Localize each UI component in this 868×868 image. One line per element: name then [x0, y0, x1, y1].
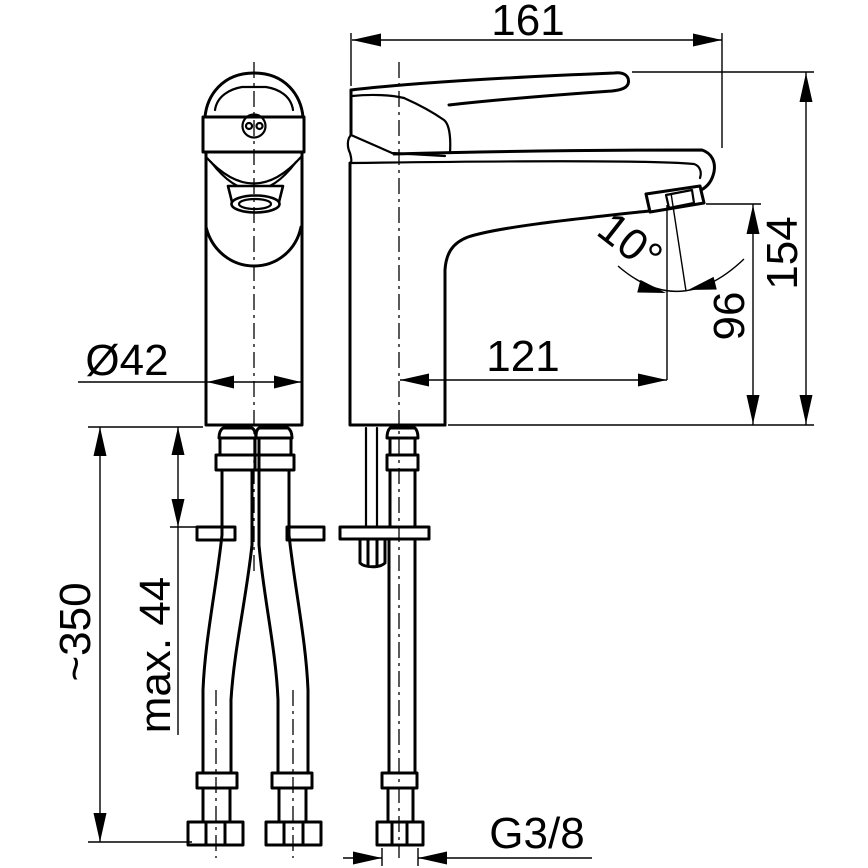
arrow-left-icon: [400, 373, 429, 387]
dimension-annotations: 161 154 96 121 10°: [51, 0, 814, 866]
dim-thread-label: G3/8: [489, 809, 584, 858]
side-aerator-inner: [664, 188, 696, 210]
side-view: [338, 62, 716, 858]
dim-spout-reach: 121: [400, 205, 668, 387]
side-spout-underside: [443, 209, 651, 427]
front-hose-ends: [186, 771, 323, 847]
side-lever-top: [349, 71, 630, 107]
front-hose-connections: [201, 426, 310, 775]
arrow-up-icon: [746, 205, 760, 234]
dim-deck-thickness-label: max. 44: [131, 577, 180, 734]
side-escutcheon-notch: [346, 133, 353, 165]
arrow-left-icon: [207, 375, 234, 389]
arrow-up-icon: [93, 427, 107, 456]
side-spout-top: [392, 148, 716, 192]
dim-overall-height: 154: [448, 71, 814, 426]
side-escutcheon-chamfer: [349, 133, 447, 158]
arrow-left-icon: [352, 33, 381, 47]
dim-overall-width: 161: [350, 0, 723, 148]
front-mounting-washer: [195, 525, 326, 542]
side-body: [348, 161, 447, 427]
arrow-right-icon: [274, 375, 301, 389]
dim-hose-length-label: ~350: [51, 582, 100, 681]
dim-overall-width-label: 161: [491, 0, 564, 45]
arrow-arc-right-icon: [688, 276, 717, 290]
front-aerator-opening: [237, 197, 273, 211]
arrow-down-icon: [93, 813, 107, 842]
dim-deck-thickness: max. 44: [131, 427, 205, 735]
arrow-right-icon: [693, 33, 722, 47]
dim-outlet-height: 96: [705, 203, 761, 425]
dim-body-diameter-label: Ø42: [85, 336, 168, 385]
arrow-down-icon: [799, 395, 813, 424]
arrow-right-icon: [353, 851, 382, 865]
arrow-up-icon: [171, 427, 185, 455]
arrow-up-icon: [799, 73, 813, 102]
side-lever-neck: [402, 96, 452, 155]
arrow-arc-left-icon: [637, 279, 666, 293]
arrow-down-icon: [746, 395, 760, 424]
dim-spout-reach-label: 121: [486, 332, 559, 381]
front-handle-dome-inner: [213, 85, 295, 112]
dim-outlet-angle-label: 10°: [589, 203, 672, 283]
front-view: [186, 62, 326, 858]
side-mounting: [338, 426, 431, 847]
arrow-down-icon: [171, 499, 185, 527]
dim-overall-height-label: 154: [758, 216, 807, 289]
dim-outlet-height-label: 96: [705, 292, 754, 341]
arrow-left-icon: [418, 851, 447, 865]
side-aerator: [644, 184, 706, 214]
arrow-right-icon: [638, 373, 667, 387]
dim-hose-length: ~350: [51, 426, 203, 843]
side-spout-top-inner: [349, 160, 702, 180]
dim-thread: G3/8: [343, 809, 592, 866]
dim-body-diameter: Ø42: [78, 336, 301, 389]
side-lever-top-near-edge: [350, 93, 406, 100]
